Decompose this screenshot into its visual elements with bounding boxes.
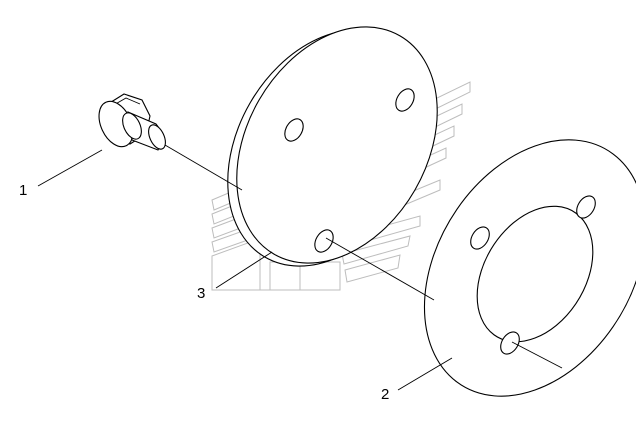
leader-lines	[37, 149, 453, 391]
leader-line-2	[397, 357, 453, 391]
callout-1: 1	[19, 182, 27, 199]
flat-washer-part	[424, 139, 636, 397]
leader-line-3	[215, 251, 273, 289]
washer-hole-bottom	[500, 331, 520, 355]
flanged-bolt-part	[98, 93, 166, 151]
cover-plate-part	[227, 26, 438, 267]
callout-3: 3	[197, 285, 205, 302]
washer-hole-left	[470, 226, 490, 250]
plate-hole-left	[284, 118, 304, 142]
plate-hole-top-right	[395, 88, 415, 112]
washer-hole-top-right	[576, 195, 596, 219]
callout-2: 2	[381, 386, 389, 403]
leader-line-1	[37, 149, 103, 187]
plate-hole-bottom	[314, 229, 334, 253]
assembly-lines	[164, 144, 563, 369]
